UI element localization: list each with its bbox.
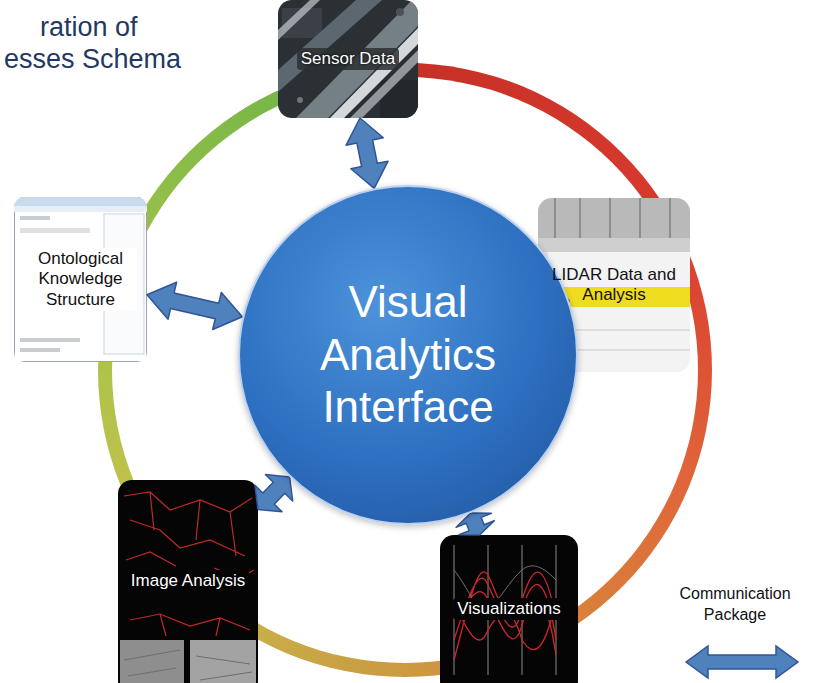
image-analysis-picture xyxy=(118,480,258,683)
visualization-box: Visualizations xyxy=(440,535,578,683)
ontology-screenshot xyxy=(14,197,147,362)
box-label: LIDAR Data and Analysis xyxy=(538,264,690,307)
parallel-coordinates xyxy=(440,535,578,683)
aerial-photo xyxy=(278,0,320,40)
communication-arrow xyxy=(147,282,242,329)
title-fragment: ration of xyxy=(40,12,138,43)
image-analysis-picture xyxy=(124,650,252,680)
aerial-photo xyxy=(297,97,303,103)
image-analysis-picture xyxy=(120,640,184,683)
aerial-photo xyxy=(396,8,404,16)
ontology-box: Ontological Knowledge Structure xyxy=(14,197,147,362)
lidar-scan xyxy=(639,198,641,238)
ontology-screenshot xyxy=(14,206,147,212)
box-label: Visualizations xyxy=(453,598,565,620)
box-label: Sensor Data xyxy=(297,48,400,70)
lidar-scan xyxy=(609,198,611,238)
image-analysis-picture xyxy=(124,492,254,636)
communication-arrow xyxy=(255,475,293,512)
lidar-scan xyxy=(669,198,671,238)
hub-title: Visual Analytics Interface xyxy=(284,275,532,435)
ontology-screenshot xyxy=(14,197,147,206)
ontology-screenshot xyxy=(20,216,50,220)
legend-text: Communication Package xyxy=(662,584,808,626)
image-analysis-box: Image Analysis xyxy=(118,480,258,683)
legend-arrow xyxy=(686,646,798,678)
lidar-scan xyxy=(538,238,690,252)
image-analysis-picture xyxy=(118,480,258,683)
box-label: Image Analysis xyxy=(127,570,249,592)
lidar-scan xyxy=(554,198,556,238)
ontology-screenshot xyxy=(20,348,60,352)
ontology-screenshot xyxy=(20,338,80,342)
aerial-photo xyxy=(278,0,418,118)
aerial-photo xyxy=(330,28,418,118)
title-fragment: esses Schema xyxy=(4,44,181,75)
legend-arrow xyxy=(686,646,798,678)
lidar-scan xyxy=(579,198,581,238)
communication-arrow xyxy=(456,513,494,535)
ontology-screenshot xyxy=(14,197,147,362)
parallel-coordinates xyxy=(440,535,578,683)
sensor-box: Sensor Data xyxy=(278,0,418,118)
aerial-photo xyxy=(296,0,418,118)
lidar-box: LIDAR Data and Analysis xyxy=(538,198,690,372)
box-label: Ontological Knowledge Structure xyxy=(24,248,137,311)
interface-circle: Visual Analytics Interface xyxy=(238,185,578,525)
ontology-screenshot xyxy=(20,228,90,233)
lidar-scan xyxy=(538,198,690,238)
communication-arrow xyxy=(346,118,388,188)
